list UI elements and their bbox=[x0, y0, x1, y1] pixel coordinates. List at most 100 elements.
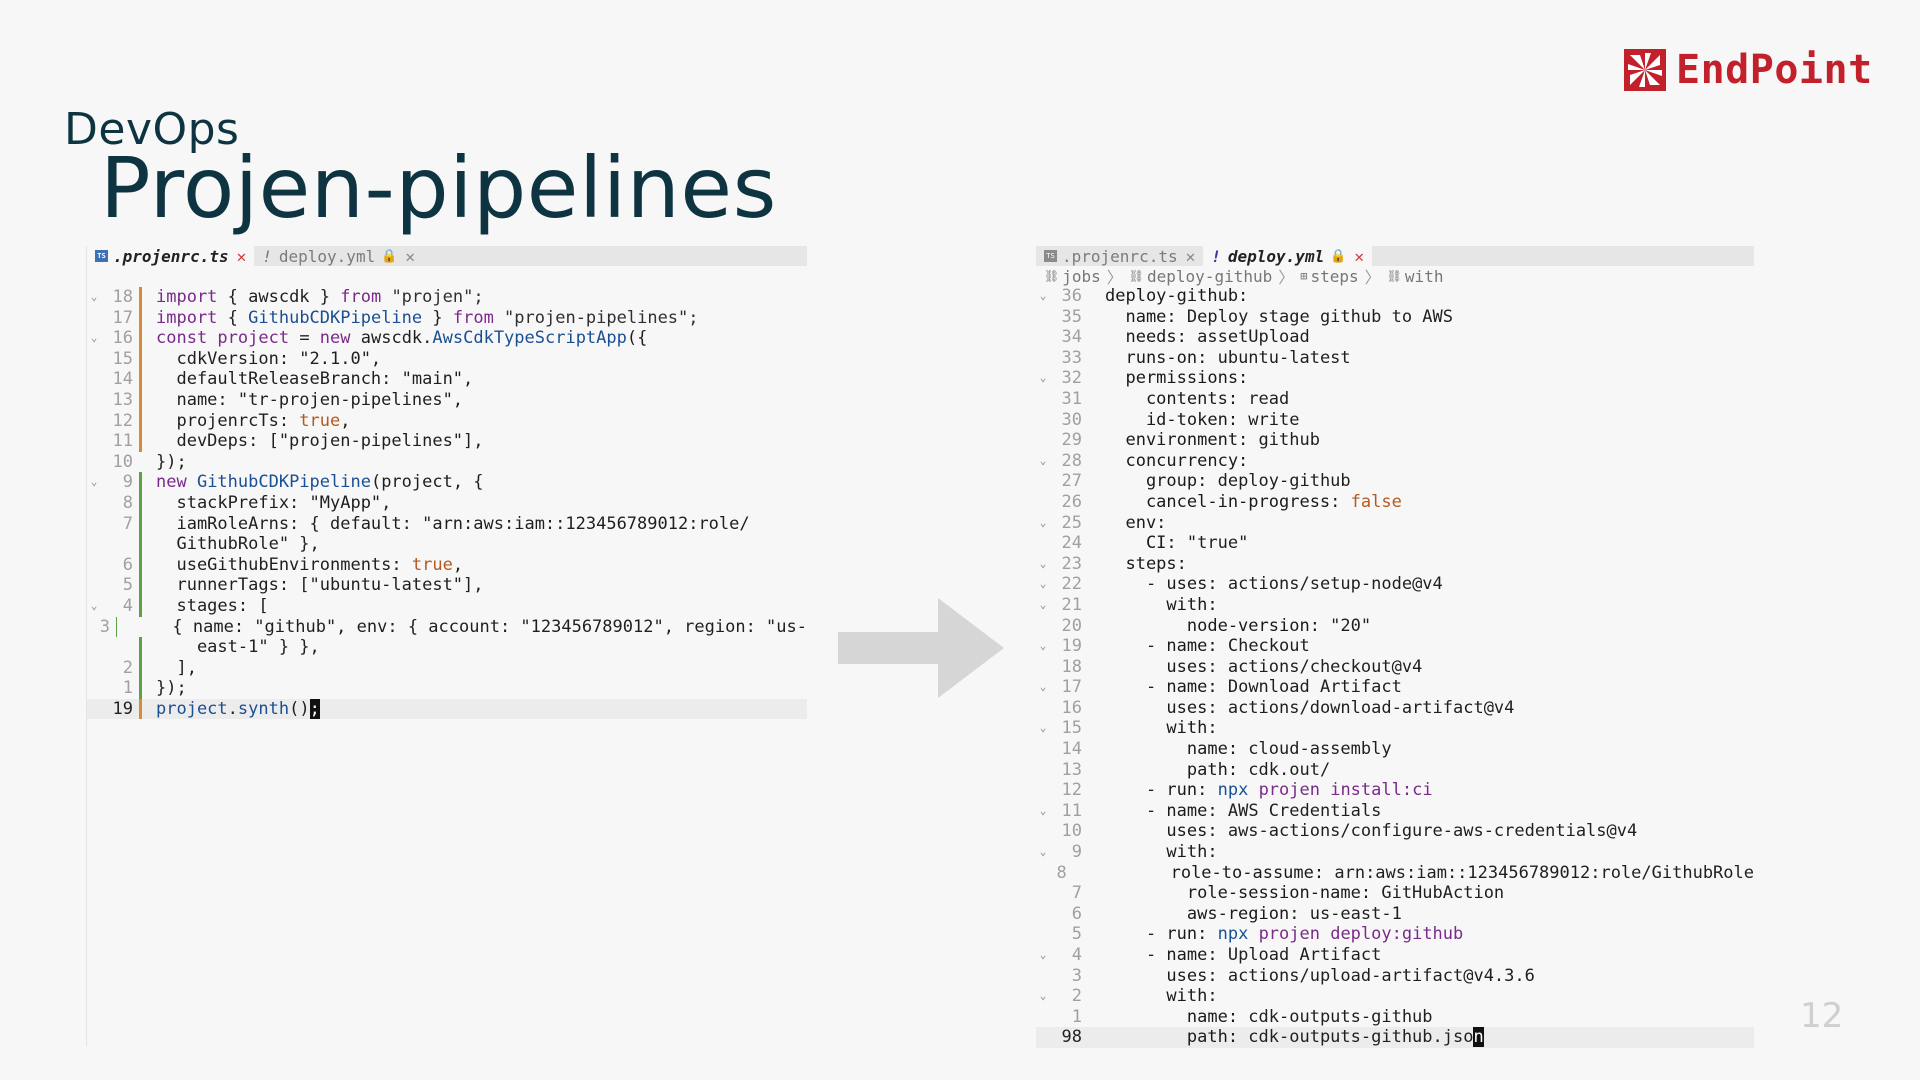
code-line[interactable]: 34 needs: assetUpload bbox=[1036, 327, 1754, 348]
text-cursor: ; bbox=[309, 698, 320, 719]
fold-chevron-icon[interactable]: ⌄ bbox=[90, 290, 98, 303]
close-icon[interactable]: ✕ bbox=[1354, 246, 1365, 266]
fold-chevron-icon[interactable]: ⌄ bbox=[1039, 289, 1047, 302]
code-line[interactable]: 26 cancel-in-progress: false bbox=[1036, 492, 1754, 513]
diff-gutter-marker bbox=[1088, 657, 1091, 678]
code-line[interactable]: GithubRole" }, bbox=[87, 534, 807, 555]
code-line[interactable]: 3 uses: actions/upload-artifact@v4.3.6 bbox=[1036, 966, 1754, 987]
code-line[interactable]: 7 iamRoleArns: { default: "arn:aws:iam::… bbox=[87, 513, 807, 535]
fold-chevron-icon[interactable]: ⌄ bbox=[1039, 639, 1047, 653]
code-line[interactable]: 13 path: cdk.out/ bbox=[1036, 760, 1754, 781]
code-line[interactable]: 8 role-to-assume: arn:aws:iam::123456789… bbox=[1036, 863, 1754, 884]
fold-chevron-icon[interactable]: ⌄ bbox=[1039, 556, 1047, 570]
code-line[interactable]: ⌄4 - name: Upload Artifact bbox=[1036, 945, 1754, 966]
tab-deploy-yml[interactable]: ! deploy.yml 🔒 ✕ bbox=[1203, 246, 1373, 266]
code-line[interactable]: 10 uses: aws-actions/configure-aws-crede… bbox=[1036, 821, 1754, 842]
code-line[interactable]: ⌄17 - name: Download Artifact bbox=[1036, 677, 1754, 698]
code-line[interactable]: 13 name: "tr-projen-pipelines", bbox=[87, 389, 807, 411]
right-code-editor[interactable]: TS .projenrc.ts ✕ ! deploy.yml 🔒 ✕ ⛓jobs… bbox=[1036, 246, 1754, 1048]
breadcrumb-item-deploy-github[interactable]: deploy-github bbox=[1147, 266, 1273, 286]
fold-chevron-icon[interactable]: ⌄ bbox=[90, 475, 98, 489]
close-icon[interactable]: ✕ bbox=[236, 246, 247, 266]
code-line[interactable]: ⌄32 permissions: bbox=[1036, 368, 1754, 389]
code-line[interactable]: 18 uses: actions/checkout@v4 bbox=[1036, 657, 1754, 678]
code-line[interactable]: ⌄11 - name: AWS Credentials bbox=[1036, 801, 1754, 822]
code-line[interactable]: 27 group: deploy-github bbox=[1036, 471, 1754, 492]
fold-chevron-icon[interactable]: ⌄ bbox=[1039, 371, 1047, 385]
fold-chevron-icon[interactable]: ⌄ bbox=[1039, 803, 1047, 817]
breadcrumb-item-jobs[interactable]: jobs bbox=[1062, 266, 1101, 286]
code-line[interactable]: ⌄4 stages: [ bbox=[87, 595, 807, 617]
code-line[interactable]: 5 - run: npx projen deploy:github bbox=[1036, 924, 1754, 945]
code-line[interactable]: 10}); bbox=[87, 452, 807, 473]
code-line[interactable]: 20 node-version: "20" bbox=[1036, 616, 1754, 637]
slide-eyebrow: DevOps bbox=[64, 104, 240, 155]
code-line[interactable]: ⌄22 - uses: actions/setup-node@v4 bbox=[1036, 574, 1754, 595]
fold-chevron-icon[interactable]: ⌄ bbox=[1039, 680, 1047, 694]
code-line[interactable]: 11 devDeps: ["projen-pipelines"], bbox=[87, 431, 807, 452]
code-line[interactable]: ⌄25 env: bbox=[1036, 513, 1754, 534]
breadcrumb-item-with[interactable]: with bbox=[1404, 266, 1444, 286]
fold-chevron-icon[interactable]: ⌄ bbox=[1039, 515, 1047, 529]
code-line[interactable]: 12 projenrcTs: true, bbox=[87, 410, 807, 432]
code-line[interactable]: ⌄28 concurrency: bbox=[1036, 451, 1754, 472]
code-line[interactable]: 12 - run: npx projen install:ci bbox=[1036, 780, 1754, 801]
fold-chevron-icon[interactable]: ⌄ bbox=[1039, 453, 1047, 467]
code-token: GithubCDKPipeline bbox=[186, 472, 371, 493]
tab-projenrc-ts[interactable]: TS .projenrc.ts ✕ bbox=[1036, 246, 1203, 266]
code-line[interactable]: ⌄2 with: bbox=[1036, 986, 1754, 1007]
code-token: role-session-name: bbox=[1105, 883, 1382, 904]
code-line[interactable]: ⌄15 with: bbox=[1036, 718, 1754, 739]
code-line[interactable]: ⌄19 - name: Checkout bbox=[1036, 636, 1754, 657]
code-line[interactable]: 24 CI: "true" bbox=[1036, 533, 1754, 554]
code-line[interactable]: 1}); bbox=[87, 678, 807, 699]
fold-chevron-icon[interactable]: ⌄ bbox=[1039, 577, 1047, 591]
code-line[interactable]: ⌄9 with: bbox=[1036, 842, 1754, 863]
code-line[interactable]: 15 cdkVersion: "2.1.0", bbox=[87, 348, 807, 370]
fold-chevron-icon[interactable]: ⌄ bbox=[1039, 721, 1047, 735]
code-line[interactable]: 31 contents: read bbox=[1036, 389, 1754, 410]
tab-projenrc-ts[interactable]: TS .projenrc.ts ✕ bbox=[87, 246, 255, 266]
fold-chevron-icon[interactable]: ⌄ bbox=[1039, 948, 1047, 961]
code-line[interactable]: east-1" } }, bbox=[87, 637, 807, 658]
fold-chevron-icon[interactable]: ⌄ bbox=[1039, 597, 1047, 611]
close-icon[interactable]: ✕ bbox=[1185, 246, 1196, 266]
code-line[interactable]: 6 useGithubEnvironments: true, bbox=[87, 554, 807, 576]
fold-chevron-icon[interactable]: ⌄ bbox=[90, 598, 98, 612]
code-line[interactable]: 14 name: cloud-assembly bbox=[1036, 739, 1754, 760]
fold-chevron-icon[interactable]: ⌄ bbox=[1039, 845, 1047, 859]
code-line[interactable]: ⌄23 steps: bbox=[1036, 554, 1754, 575]
code-line[interactable]: 1 name: cdk-outputs-github bbox=[1036, 1007, 1754, 1028]
line-number: 11 bbox=[112, 431, 133, 452]
code-line[interactable]: 2 ], bbox=[87, 657, 807, 679]
close-icon[interactable]: ✕ bbox=[405, 246, 416, 266]
code-line[interactable]: 14 defaultReleaseBranch: "main", bbox=[87, 369, 807, 390]
code-line[interactable]: 33 runs-on: ubuntu-latest bbox=[1036, 348, 1754, 369]
code-line[interactable]: ⌄21 with: bbox=[1036, 595, 1754, 616]
fold-chevron-icon[interactable]: ⌄ bbox=[1039, 989, 1047, 1003]
code-line[interactable]: 5 runnerTags: ["ubuntu-latest"], bbox=[87, 575, 807, 596]
code-line[interactable]: 35 name: Deploy stage github to AWS bbox=[1036, 307, 1754, 328]
code-line[interactable]: 7 role-session-name: GitHubAction bbox=[1036, 883, 1754, 904]
code-token: node-version: bbox=[1105, 615, 1331, 636]
fold-chevron-icon[interactable]: ⌄ bbox=[90, 331, 98, 345]
code-line[interactable]: 30 id-token: write bbox=[1036, 410, 1754, 431]
code-line[interactable]: 6 aws-region: us-east-1 bbox=[1036, 904, 1754, 925]
code-line[interactable]: 29 environment: github bbox=[1036, 430, 1754, 451]
code-line[interactable]: 8 stackPrefix: "MyApp", bbox=[87, 492, 807, 514]
code-line[interactable]: 16 uses: actions/download-artifact@v4 bbox=[1036, 698, 1754, 719]
code-line[interactable]: 98 path: cdk-outputs-github.json bbox=[1036, 1027, 1754, 1048]
tab-deploy-yml[interactable]: ! deploy.yml 🔒 ✕ bbox=[254, 246, 423, 266]
code-token: false bbox=[1350, 491, 1402, 512]
code-line[interactable]: 3 { name: "github", env: { account: "123… bbox=[87, 616, 807, 638]
breadcrumb-item-steps[interactable]: steps bbox=[1310, 266, 1359, 286]
